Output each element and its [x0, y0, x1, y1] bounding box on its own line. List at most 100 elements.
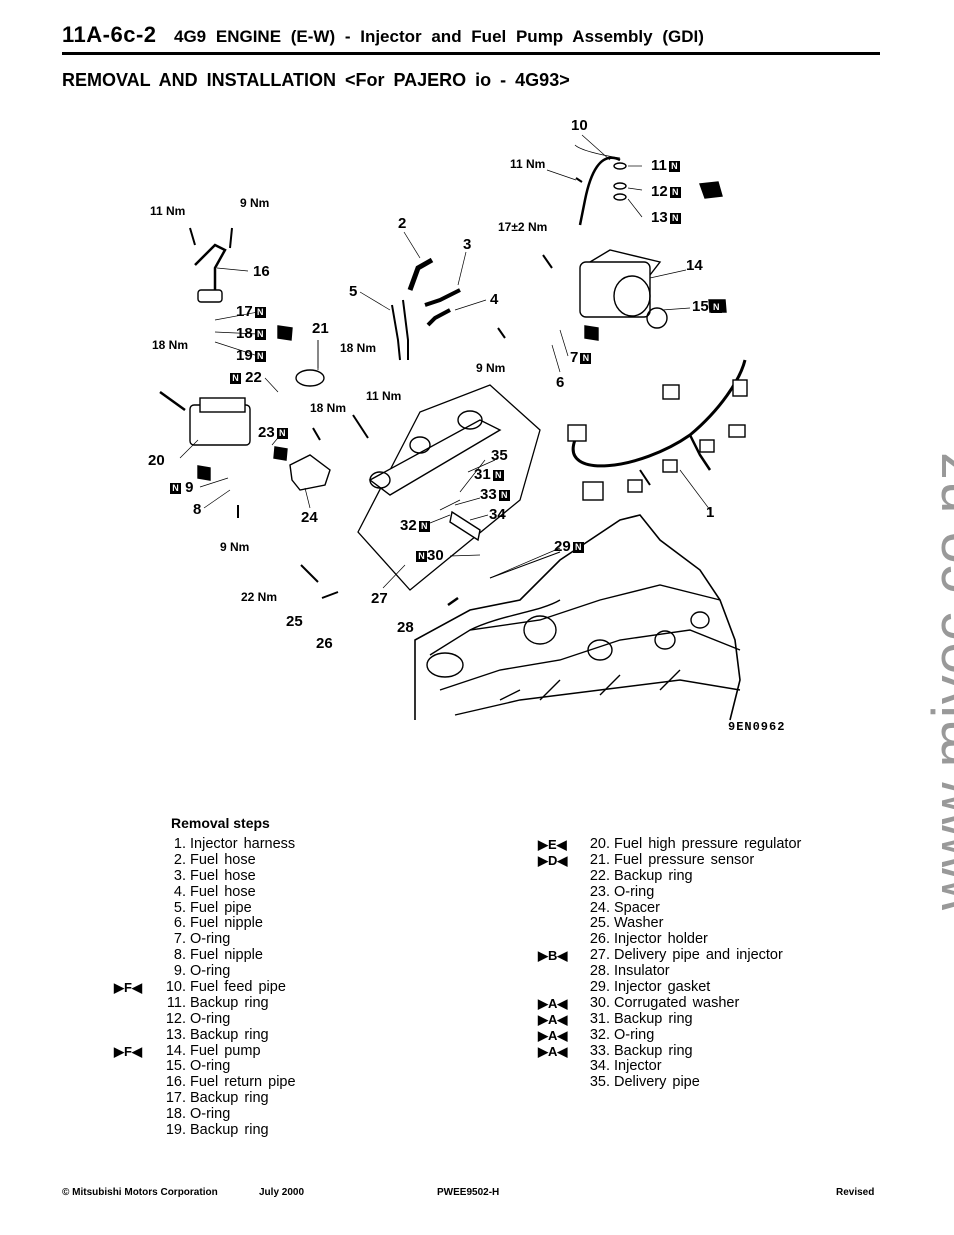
step-text: Fuel hose	[190, 883, 256, 900]
new-part-icon: N	[418, 520, 430, 532]
step-number: 15.	[165, 1058, 186, 1075]
new-part-icon: N	[254, 350, 266, 362]
step-text: Backup ring	[190, 1026, 269, 1043]
figure-code: 9EN0962	[728, 720, 786, 734]
step-number: 21.	[589, 851, 610, 868]
new-part-icon: N	[498, 489, 510, 501]
step-text: Injector	[614, 1058, 662, 1075]
torque-9nm-return: 9 Nm	[240, 196, 270, 210]
step-text: Fuel hose	[190, 867, 256, 884]
callout-14: 14	[686, 257, 703, 274]
torque-18nm-regulator: 18 Nm	[152, 338, 189, 352]
step-number: 1.	[173, 836, 186, 852]
step-text: Spacer	[614, 899, 660, 916]
step-number: 7.	[173, 931, 186, 948]
footer-copyright: © Mitsubishi Motors Corporation	[62, 1187, 218, 1198]
torque-11nm-return: 11 Nm	[150, 204, 186, 218]
torque-22nm: 22 Nm	[241, 590, 278, 604]
step-number: 24.	[589, 899, 610, 916]
step-text: Fuel nipple	[190, 947, 263, 964]
new-part-icon: N	[669, 186, 681, 198]
torque-18nm-spacer: 18 Nm	[310, 401, 347, 415]
new-part-icon: N	[710, 301, 722, 313]
step-text: Backup ring	[614, 867, 693, 884]
step-text: Fuel pressure sensor	[614, 851, 755, 868]
removal-steps-title: Removal steps	[171, 815, 270, 831]
step-number: 14.	[165, 1042, 186, 1059]
step-text: Backup ring	[190, 1090, 269, 1107]
section-code: 11A-6c-2	[62, 22, 157, 47]
step-number: 20.	[589, 836, 610, 852]
step-number: 4.	[173, 883, 186, 900]
step-number: 6.	[173, 915, 186, 932]
new-part-icon: N	[276, 427, 288, 439]
step-text: Corrugated washer	[614, 994, 740, 1011]
step-text: Injector holder	[614, 931, 708, 948]
step-number: 27.	[589, 947, 610, 964]
footer-date: July 2000	[259, 1187, 305, 1198]
step-text: O-ring	[190, 963, 231, 980]
service-point-mark: ▶A◀	[538, 1043, 568, 1059]
step-text: O-ring	[190, 1010, 231, 1027]
callout-8: 8	[193, 501, 202, 518]
callout-35: 35	[491, 447, 508, 464]
torque-9nm-nipple-8: 9 Nm	[220, 540, 250, 554]
page-header: 11A-6c-2 4G9 ENGINE (E-W) - Injector and…	[62, 22, 880, 55]
step-text: Fuel feed pipe	[190, 979, 286, 996]
step-number: 28.	[589, 963, 610, 980]
step-number: 13.	[165, 1026, 186, 1043]
step-number: 31.	[589, 1010, 610, 1027]
step-text: Washer	[614, 915, 664, 932]
step-number: 29.	[589, 979, 610, 996]
step-number: 17.	[165, 1090, 186, 1107]
new-part-icon: N	[572, 541, 584, 553]
step-text: Fuel hose	[190, 851, 256, 868]
callout-22: N 22	[228, 370, 262, 385]
step-text: O-ring	[614, 883, 655, 900]
callout-34: 34	[489, 506, 506, 523]
service-point-mark: ▶D◀	[538, 852, 568, 868]
step-text: Backup ring	[614, 1042, 693, 1059]
step-text: O-ring	[190, 1106, 231, 1123]
torque-17nm: 17±2 Nm	[498, 220, 548, 234]
step-number: 33.	[589, 1042, 610, 1059]
callout-24: 24	[301, 509, 318, 526]
step-text: O-ring	[614, 1026, 655, 1043]
step-text: Delivery pipe and injector	[614, 947, 783, 964]
callout-2: 2	[398, 215, 407, 232]
callout-6: 6	[556, 374, 565, 391]
new-part-icon: N	[170, 482, 181, 494]
step-number: 18.	[165, 1106, 186, 1123]
step-number: 5.	[173, 899, 186, 916]
service-point-mark: ▶E◀	[538, 837, 567, 852]
footer-status: Revised	[836, 1187, 875, 1198]
step-text: O-ring	[190, 1058, 231, 1075]
new-part-icon: N	[580, 352, 592, 364]
step-number: 12.	[165, 1010, 186, 1027]
step-text: O-ring	[190, 931, 231, 948]
step-number: 2.	[173, 851, 186, 868]
step-text: Injector harness	[190, 836, 296, 852]
new-part-icon: N	[230, 372, 241, 384]
step-text: Fuel return pipe	[190, 1074, 296, 1091]
new-part-icon: N	[668, 160, 680, 172]
step-text: Delivery pipe	[614, 1074, 700, 1091]
new-part-icon: N	[492, 469, 504, 481]
callout-3: 3	[463, 236, 472, 253]
step-number: 3.	[173, 867, 186, 884]
service-point-mark: ▶A◀	[538, 1027, 568, 1043]
new-part-icon: N	[669, 212, 681, 224]
step-text: Backup ring	[614, 1010, 693, 1027]
step-number: 9.	[173, 963, 186, 980]
step-text: Backup ring	[190, 1122, 269, 1139]
service-point-mark: ▶F◀	[114, 980, 142, 996]
step-number: 10.	[165, 979, 186, 996]
